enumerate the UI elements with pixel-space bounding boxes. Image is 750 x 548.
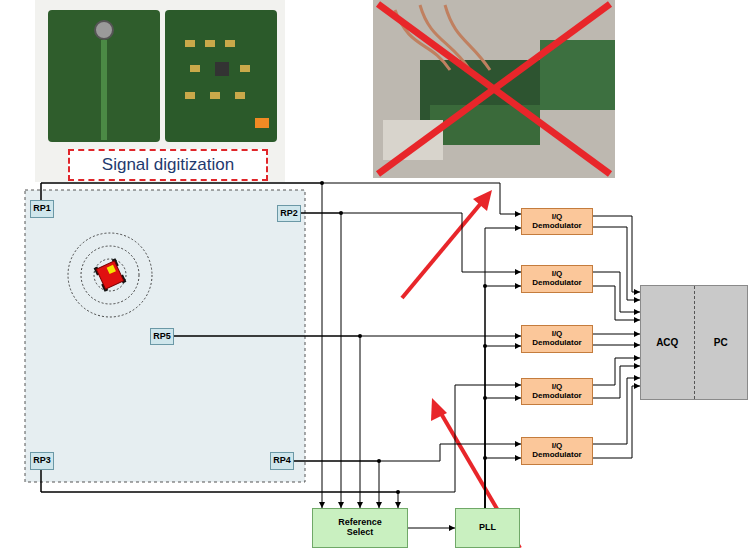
signal-wire — [174, 336, 360, 508]
node-label: I/Q Demodulator — [529, 270, 585, 288]
node-label: I/Q Demodulator — [529, 442, 585, 460]
node-label: RP1 — [33, 204, 51, 214]
signal-wire — [593, 345, 640, 346]
robot-symbol — [68, 233, 152, 317]
reference-point: RP4 — [270, 452, 294, 470]
pll-box: PLL — [455, 508, 520, 548]
node-label: RP2 — [280, 209, 298, 219]
signal-wire — [485, 286, 521, 508]
signal-wire — [593, 334, 640, 335]
reference-point: RP3 — [30, 452, 54, 470]
reference-point: RP1 — [30, 200, 54, 218]
node-label: I/Q Demodulator — [529, 330, 585, 348]
signal-wire — [593, 286, 640, 320]
node-label: Signal digitization — [102, 156, 234, 175]
demodulator-box: I/Q Demodulator — [521, 325, 593, 353]
demodulator-box: I/Q Demodulator — [521, 265, 593, 293]
demodulator-box: I/Q Demodulator — [521, 437, 593, 465]
signal-wire — [485, 346, 521, 508]
signal-wire — [41, 183, 322, 508]
node-label: RP3 — [33, 456, 51, 466]
node-label: RP4 — [273, 456, 291, 466]
crossed-photo — [373, 0, 615, 178]
node-label: ACQ — [641, 286, 694, 399]
acquisition-box: ACQPC — [640, 285, 748, 400]
node-label: I/Q Demodulator — [529, 383, 585, 401]
selector-box: Reference Select — [312, 508, 408, 548]
signal-wire — [485, 458, 521, 508]
callout-label: Signal digitization — [68, 149, 268, 181]
node-label: RP5 — [153, 332, 171, 342]
demodulator-box: I/Q Demodulator — [521, 378, 593, 405]
node-label: PLL — [479, 523, 496, 533]
signal-wire — [593, 378, 640, 444]
node-label: Reference Select — [329, 518, 391, 538]
signal-wire — [593, 227, 640, 300]
board-photo — [35, 0, 285, 182]
signal-wire — [408, 528, 455, 529]
node-label: I/Q Demodulator — [529, 213, 585, 231]
signal-wire — [593, 366, 640, 398]
demodulator-box: I/Q Demodulator — [521, 208, 593, 235]
signal-wire — [294, 461, 379, 508]
reference-point: RP5 — [150, 328, 174, 345]
signal-wire — [485, 228, 521, 508]
signal-wire — [593, 272, 640, 312]
signal-wire — [593, 386, 640, 458]
signal-wire — [301, 213, 521, 272]
signal-wire — [485, 398, 521, 508]
signal-wire — [41, 385, 521, 492]
reference-point: RP2 — [277, 205, 301, 222]
node-label: PC — [694, 286, 748, 399]
pointer-arrow — [402, 190, 520, 548]
signal-wire — [41, 470, 398, 508]
signal-wire — [301, 213, 341, 508]
signal-wire — [593, 358, 640, 385]
